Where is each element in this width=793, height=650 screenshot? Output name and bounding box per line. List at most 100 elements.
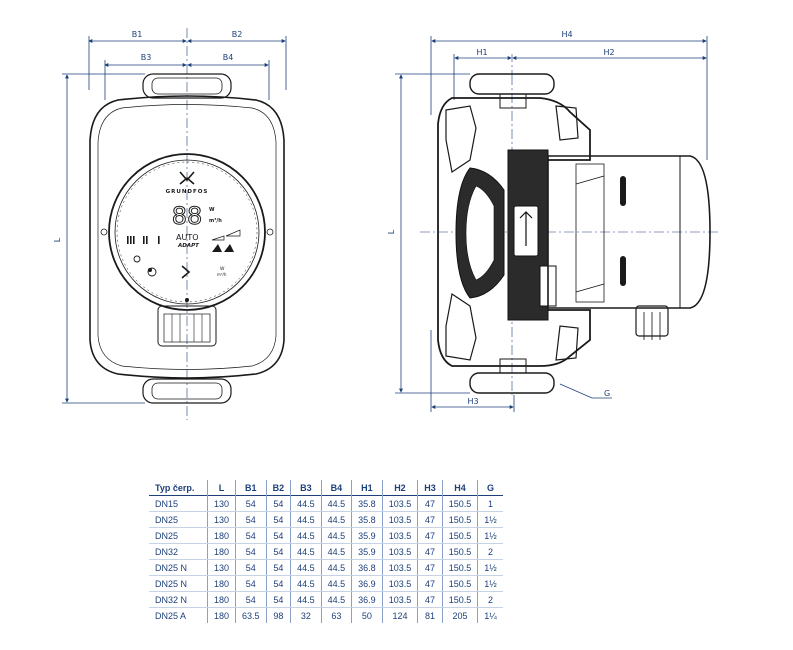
table-cell: 54 — [265, 511, 291, 528]
table-cell: 54 — [265, 495, 291, 512]
svg-text:W: W — [220, 266, 225, 272]
dim-l-front: L — [53, 73, 145, 404]
dim-h1-h2: H1 H2 — [453, 48, 707, 100]
table-cell: 44.5 — [290, 559, 322, 576]
table-cell: 130 — [207, 495, 236, 512]
table-cell: 44.5 — [320, 495, 352, 512]
control-head-outer — [108, 153, 266, 311]
col-header: H4 — [441, 480, 478, 496]
table-cell: 1 — [477, 495, 503, 512]
dim-l-side: L — [387, 73, 470, 394]
table-cell: 47 — [417, 575, 443, 592]
pump-type-cell: DN25 N — [149, 575, 208, 592]
table-cell: 1½ — [477, 575, 503, 592]
dim-b1-b2: B1 B2 — [88, 30, 287, 90]
side-connector — [635, 305, 669, 340]
table-cell: 1½ — [477, 527, 503, 544]
pump-housing — [89, 95, 285, 379]
table-cell: 35.8 — [351, 511, 383, 528]
col-header: H3 — [417, 480, 443, 496]
table-cell: 54 — [265, 591, 291, 608]
table-cell: 44.5 — [290, 527, 322, 544]
table-cell: 44.5 — [320, 527, 352, 544]
table-cell: 44.5 — [320, 511, 352, 528]
dim-h3: H3 — [430, 330, 515, 412]
table-header-row: Typ čerp. L B1 B2 B3 B4 H1 H2 H3 H4 G — [149, 480, 503, 496]
table-cell: 124 — [381, 607, 418, 623]
col-header: H2 — [381, 480, 418, 496]
table-cell: 54 — [235, 495, 267, 512]
dim-g: G — [559, 383, 612, 399]
table-cell: 47 — [417, 511, 443, 528]
table-cell: 47 — [417, 527, 443, 544]
side-view: H4 H1 H2 L H3 G — [387, 30, 720, 412]
table-cell: 2 — [477, 543, 503, 560]
table-cell: 1½ — [477, 511, 503, 528]
grundfos-logo: GRUNDFOS — [166, 171, 209, 195]
table-cell: 63.5 — [235, 607, 267, 623]
mode-bars-icon — [127, 236, 160, 244]
display-digits: 88 — [172, 202, 203, 230]
table-cell: 150.5 — [441, 591, 478, 608]
table-cell: 103.5 — [381, 527, 418, 544]
table-cell: 150.5 — [441, 575, 478, 592]
dim-h1-label: H1 — [476, 48, 487, 57]
table-cell: 1¼ — [477, 607, 503, 623]
front-view: B1 B2 B3 B4 L — [53, 28, 287, 420]
table-cell: 180 — [207, 527, 236, 544]
table-cell: 150.5 — [441, 511, 478, 528]
table-cell: 150.5 — [441, 527, 478, 544]
table-cell: 103.5 — [381, 559, 418, 576]
table-cell: 36.9 — [351, 591, 383, 608]
table-cell: 103.5 — [381, 511, 418, 528]
table-cell: 44.5 — [320, 559, 352, 576]
dimensions-table: Typ čerp. L B1 B2 B3 B4 H1 H2 H3 H4 G DN… — [149, 480, 503, 623]
table-cell: 98 — [265, 607, 291, 623]
table-cell: 103.5 — [381, 543, 418, 560]
unit-w-label: W — [209, 207, 215, 213]
brand-text: GRUNDFOS — [166, 189, 209, 195]
unit-m3h-label: m³/h — [209, 218, 222, 224]
table-cell: 54 — [235, 527, 267, 544]
adapt-label: ADAPT — [177, 243, 200, 249]
table-cell: 44.5 — [290, 495, 322, 512]
dim-b4-label: B4 — [223, 53, 234, 62]
table-cell: 50 — [351, 607, 383, 623]
pump-type-cell: DN25 — [149, 527, 208, 544]
table-cell: 130 — [207, 559, 236, 576]
table-cell: 150.5 — [441, 559, 478, 576]
pump-type-cell: DN25 — [149, 511, 208, 528]
table-cell: 36.8 — [351, 559, 383, 576]
dim-h4-label: H4 — [561, 30, 572, 39]
table-cell: 47 — [417, 495, 443, 512]
table-cell: 44.5 — [320, 543, 352, 560]
dim-l-front-label: L — [53, 237, 62, 242]
table-cell: 54 — [265, 575, 291, 592]
table-cell: 205 — [441, 607, 478, 623]
col-header: L — [207, 480, 236, 496]
col-header: B2 — [265, 480, 291, 496]
table-cell: 103.5 — [381, 591, 418, 608]
select-chevron-icon — [181, 265, 191, 279]
top-flange — [142, 73, 232, 99]
dim-b3-label: B3 — [141, 53, 152, 62]
table-cell: 180 — [207, 591, 236, 608]
col-header: G — [477, 480, 503, 496]
table-cell: 44.5 — [290, 575, 322, 592]
dim-l-side-label: L — [387, 229, 396, 234]
dim-b2-label: B2 — [232, 30, 243, 39]
table-cell: 44.5 — [290, 543, 322, 560]
pump-type-cell: DN25 A — [155, 610, 187, 621]
power-icon — [133, 255, 141, 263]
table-cell: 54 — [235, 511, 267, 528]
table-cell: 44.5 — [320, 591, 352, 608]
table-cell: 35.8 — [351, 495, 383, 512]
